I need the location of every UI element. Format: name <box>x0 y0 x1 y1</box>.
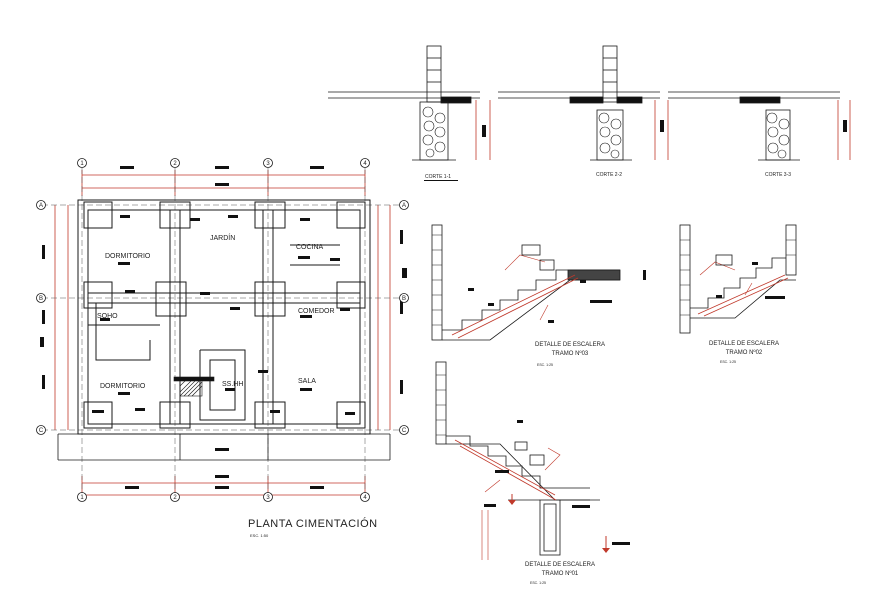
footing-tags <box>92 215 355 415</box>
axis-bubble <box>263 158 273 168</box>
axis-label: A <box>402 203 406 209</box>
axis-bubble <box>263 492 273 502</box>
axis-bubble <box>399 293 409 303</box>
axis-label: B <box>402 296 406 302</box>
axis-bubble <box>36 293 46 303</box>
foundation-plan <box>40 166 408 500</box>
plan-scale: ESC. 1:50 <box>250 533 269 538</box>
stair-01-scale: ESC. 1:25 <box>530 581 546 585</box>
axis-label: C <box>39 428 44 434</box>
axis-bubble <box>170 492 180 502</box>
stair-03-scale: ESC. 1:25 <box>537 363 553 367</box>
axis-bubble <box>36 425 46 435</box>
room-label-sshh: SS.HH <box>222 381 243 388</box>
axis-label: 4 <box>363 495 367 501</box>
axis-label: 1 <box>80 495 84 501</box>
room-label-jardin: JARDÍN <box>210 233 235 242</box>
axis-bubble <box>170 158 180 168</box>
axis-bubble <box>36 200 46 210</box>
room-label-cocina: COCINA <box>296 244 324 251</box>
stair-02-scale: ESC. 1:25 <box>720 360 736 364</box>
axis-label: B <box>39 296 43 302</box>
axis-label: C <box>402 428 407 434</box>
stair-02-subtitle: TRAMO Nº02 <box>726 349 763 356</box>
left-dimensions <box>54 205 69 430</box>
stair-03-title: DETALLE DE ESCALERA <box>535 342 605 348</box>
axis-bubble <box>360 492 370 502</box>
axis-label: 3 <box>266 495 270 501</box>
stair-detail-03 <box>431 224 646 341</box>
plan-title: PLANTA CIMENTACIÓN <box>248 517 378 530</box>
axis-label: 3 <box>266 161 270 167</box>
axis-label: 4 <box>363 161 367 167</box>
section-corte-2-2 <box>498 45 669 161</box>
axis-bubble <box>399 200 409 210</box>
room-label-dormitorio-2: DORMITORIO <box>100 383 146 390</box>
top-dim-labels <box>120 166 324 186</box>
room-label-sala: SALA <box>298 378 316 385</box>
stair-detail-02 <box>679 224 797 334</box>
axis-bubble <box>360 158 370 168</box>
room-label-soho: SOHO <box>97 313 118 320</box>
axis-bubble <box>399 425 409 435</box>
axis-label: 2 <box>173 495 177 501</box>
stair-01-title: DETALLE DE ESCALERA <box>525 562 595 568</box>
axis-label: 2 <box>173 161 177 167</box>
stair-detail-01 <box>435 361 630 560</box>
axis-bubbles-top <box>36 158 409 502</box>
room-label-dormitorio: DORMITORIO <box>105 253 151 260</box>
axis-bubble <box>77 158 87 168</box>
stair-01-subtitle: TRAMO Nº01 <box>542 570 579 577</box>
stair-03-subtitle: TRAMO Nº03 <box>552 350 589 357</box>
section-corte-1-1 <box>328 45 491 181</box>
stair-02-title: DETALLE DE ESCALERA <box>709 341 779 347</box>
axis-bubble <box>77 492 87 502</box>
bottom-dim-labels <box>125 448 324 489</box>
axis-label: 1 <box>80 161 84 167</box>
section-corte-3-3 <box>668 91 851 161</box>
room-label-comedor: COMEDOR <box>298 308 335 315</box>
section-cuts <box>328 45 851 181</box>
section-label-1: CORTE 1-1 <box>425 174 451 180</box>
stair-opening-hatch <box>173 376 215 397</box>
right-dimensions <box>377 205 391 430</box>
axis-label: A <box>39 203 43 209</box>
exterior-step <box>57 433 391 461</box>
section-label-3: CORTE 3-3 <box>765 172 791 178</box>
section-label-2: CORTE 2-2 <box>596 172 622 178</box>
